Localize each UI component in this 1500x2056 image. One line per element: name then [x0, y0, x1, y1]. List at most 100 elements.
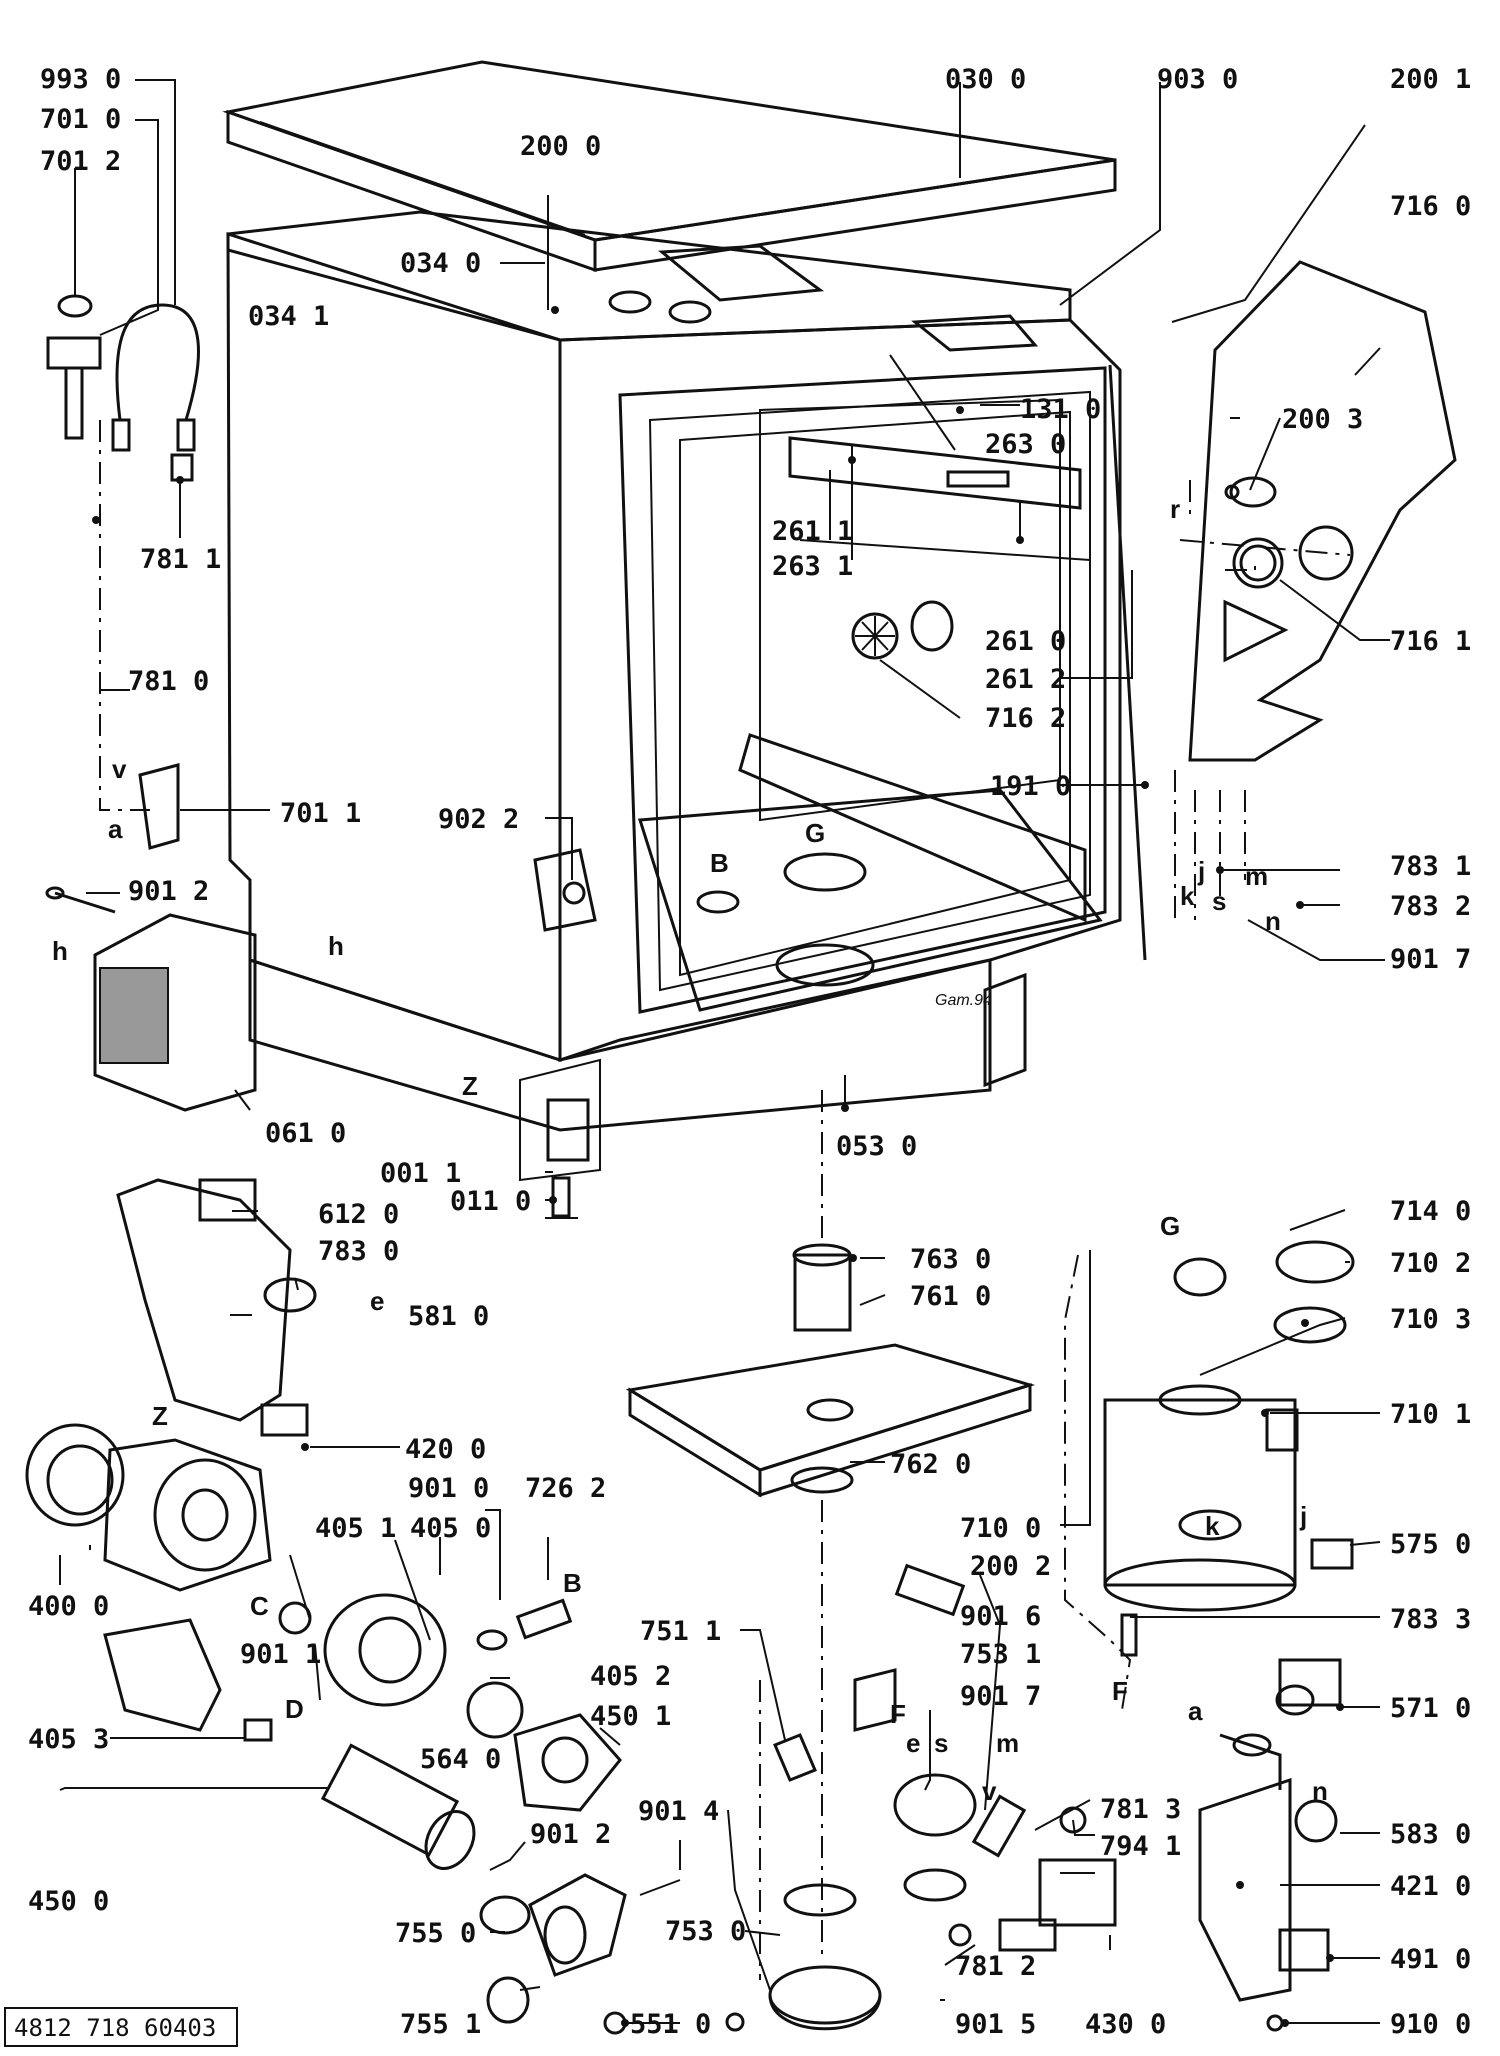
callout-710-0: 710 0 — [960, 1513, 1041, 1544]
callout-714-0: 714 0 — [1390, 1196, 1471, 1227]
marker-c: C — [250, 1591, 269, 1621]
callout-783-3: 783 3 — [1390, 1604, 1471, 1635]
callout-902-2: 902 2 — [438, 804, 519, 835]
callout-191-0: 191 0 — [990, 771, 1071, 802]
callout-491-0: 491 0 — [1390, 1944, 1471, 1975]
callout-716-2: 716 2 — [985, 703, 1066, 734]
marker-e: e — [370, 1286, 384, 1316]
callout-726-2: 726 2 — [525, 1473, 606, 1504]
marker-j: j — [1299, 1501, 1307, 1531]
callout-710-3: 710 3 — [1390, 1304, 1471, 1335]
callout-753-0: 753 0 — [665, 1916, 746, 1947]
callout-755-1: 755 1 — [400, 2009, 481, 2040]
callout-261-2: 261 2 — [985, 664, 1066, 695]
callout-901-2b: 901 2 — [530, 1819, 611, 1850]
callout-753-1: 753 1 — [960, 1639, 1041, 1670]
marker-k: k — [1180, 881, 1195, 911]
date-mark: Gam.94 — [935, 992, 992, 1009]
callout-903-0: 903 0 — [1157, 64, 1238, 95]
callout-581-0: 581 0 — [408, 1301, 489, 1332]
callout-405-0: 405 0 — [410, 1513, 491, 1544]
callout-430-0: 430 0 — [1085, 2009, 1166, 2040]
marker-z: Z — [462, 1071, 478, 1101]
callout-910-0: 910 0 — [1390, 2009, 1471, 2040]
marker-b: B — [563, 1568, 582, 1598]
callout-901-2a: 901 2 — [128, 876, 209, 907]
callout-405-1: 405 1 — [315, 1513, 396, 1544]
marker-g: G — [1160, 1211, 1180, 1241]
marker-f: F — [890, 1699, 906, 1729]
side-panel — [1188, 260, 1457, 762]
callout-716-1: 716 1 — [1390, 626, 1471, 657]
callout-901-7b: 901 7 — [960, 1681, 1041, 1712]
marker-m: m — [996, 1728, 1019, 1758]
marker-s: s — [934, 1728, 948, 1758]
callout-034-0: 034 0 — [400, 248, 481, 279]
marker-n: n — [1312, 1776, 1328, 1806]
callout-901-7a: 901 7 — [1390, 944, 1471, 975]
callout-564-0: 564 0 — [420, 1744, 501, 1775]
callout-701-0: 701 0 — [40, 104, 121, 135]
callout-575-0: 575 0 — [1390, 1529, 1471, 1560]
callout-131-0: 131 0 — [1020, 394, 1101, 425]
callout-781-3: 781 3 — [1100, 1794, 1181, 1825]
callout-794-1: 794 1 — [1100, 1831, 1181, 1862]
callout-034-1: 034 1 — [248, 301, 329, 332]
callout-763-0: 763 0 — [910, 1244, 991, 1275]
callout-716-0: 716 0 — [1390, 191, 1471, 222]
cabinet-drawing — [222, 60, 1147, 1219]
marker-z: Z — [152, 1401, 168, 1431]
sump-filter — [625, 1243, 1036, 1498]
callout-783-0: 783 0 — [318, 1236, 399, 1267]
marker-v: v — [982, 1776, 997, 1806]
callout-400-0: 400 0 — [28, 1591, 109, 1622]
callout-583-0: 583 0 — [1390, 1819, 1471, 1850]
callout-901-0: 901 0 — [408, 1473, 489, 1504]
inlet-valve-parts — [725, 1563, 1342, 2032]
callout-261-1: 261 1 — [772, 516, 853, 547]
callout-420-0: 420 0 — [405, 1434, 486, 1465]
callout-701-1: 701 1 — [280, 798, 361, 829]
marker-b: B — [710, 848, 729, 878]
callout-200-2: 200 2 — [970, 1551, 1051, 1582]
callout-200-1: 200 1 — [1390, 64, 1471, 95]
marker-a: a — [108, 814, 123, 844]
callout-710-2: 710 2 — [1390, 1248, 1471, 1279]
callout-labels: 993 0 701 0 701 2 030 0 903 0 200 1 200 … — [28, 64, 1471, 2040]
callout-701-2: 701 2 — [40, 146, 121, 177]
pump-assembly — [25, 1423, 627, 2035]
left-hose-parts — [45, 294, 257, 1112]
callout-061-0: 061 0 — [265, 1118, 346, 1149]
marker-f: F — [1112, 1676, 1128, 1706]
marker-n: n — [1265, 906, 1281, 936]
marker-h: h — [52, 936, 68, 966]
callout-405-2: 405 2 — [590, 1661, 671, 1692]
document-number-box: 4812 718 60403 — [4, 2007, 238, 2047]
callout-901-6: 901 6 — [960, 1601, 1041, 1632]
marker-h: h — [328, 931, 344, 961]
callout-993-0: 993 0 — [40, 64, 121, 95]
worktop — [222, 60, 1117, 273]
letter-markers: a v h h Z B G r k s j m n e G Z C B k j … — [52, 494, 1328, 1806]
callout-001-1: 001 1 — [380, 1158, 461, 1189]
callout-450-0: 450 0 — [28, 1886, 109, 1917]
marker-e: e — [906, 1728, 920, 1758]
callout-571-0: 571 0 — [1390, 1693, 1471, 1724]
marker-m: m — [1245, 861, 1268, 891]
callout-450-1: 450 1 — [590, 1701, 671, 1732]
callout-053-0: 053 0 — [836, 1131, 917, 1162]
callout-781-1: 781 1 — [140, 544, 221, 575]
callout-263-0: 263 0 — [985, 429, 1066, 460]
marker-r: r — [1170, 494, 1180, 524]
callout-762-0: 762 0 — [890, 1449, 971, 1480]
callout-011-0: 011 0 — [450, 1186, 531, 1217]
callout-710-1: 710 1 — [1390, 1399, 1471, 1430]
document-number: 4812 718 60403 — [14, 2014, 216, 2042]
callout-030-0: 030 0 — [945, 64, 1026, 95]
callout-200-0: 200 0 — [520, 131, 601, 162]
marker-k: k — [1205, 1511, 1220, 1541]
callout-405-3: 405 3 — [28, 1724, 109, 1755]
callout-761-0: 761 0 — [910, 1281, 991, 1312]
marker-j: j — [1197, 856, 1205, 886]
